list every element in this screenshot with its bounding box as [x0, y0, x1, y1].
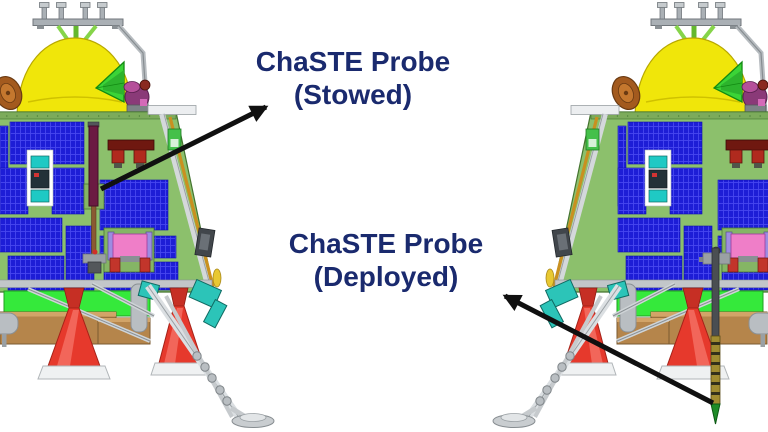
stowed-probe-label-line2: (Stowed)	[293, 79, 413, 110]
probe-tip	[710, 403, 721, 425]
chaste-probe-stowed	[82, 121, 107, 274]
stowed-probe-label-line1: ChaSTE Probe	[255, 46, 451, 77]
deployed-probe-label: ChaSTE Probe (Deployed)	[276, 227, 496, 293]
stowed-pointer-arrow	[99, 104, 269, 192]
deployed-pointer-arrow	[502, 293, 715, 406]
deployed-probe-label-line2: (Deployed)	[313, 261, 459, 292]
stowed-probe-label: ChaSTE Probe (Stowed)	[243, 45, 463, 111]
lander-body-internals	[617, 121, 768, 291]
lander-top-structure	[0, 3, 150, 116]
deployed-probe-label-line1: ChaSTE Probe	[288, 228, 484, 259]
lander-top-structure	[607, 3, 768, 116]
lander-stowed-illustration	[0, 3, 274, 428]
lander-deployed-illustration	[493, 3, 768, 428]
chaste-probe-deployed	[699, 246, 731, 425]
